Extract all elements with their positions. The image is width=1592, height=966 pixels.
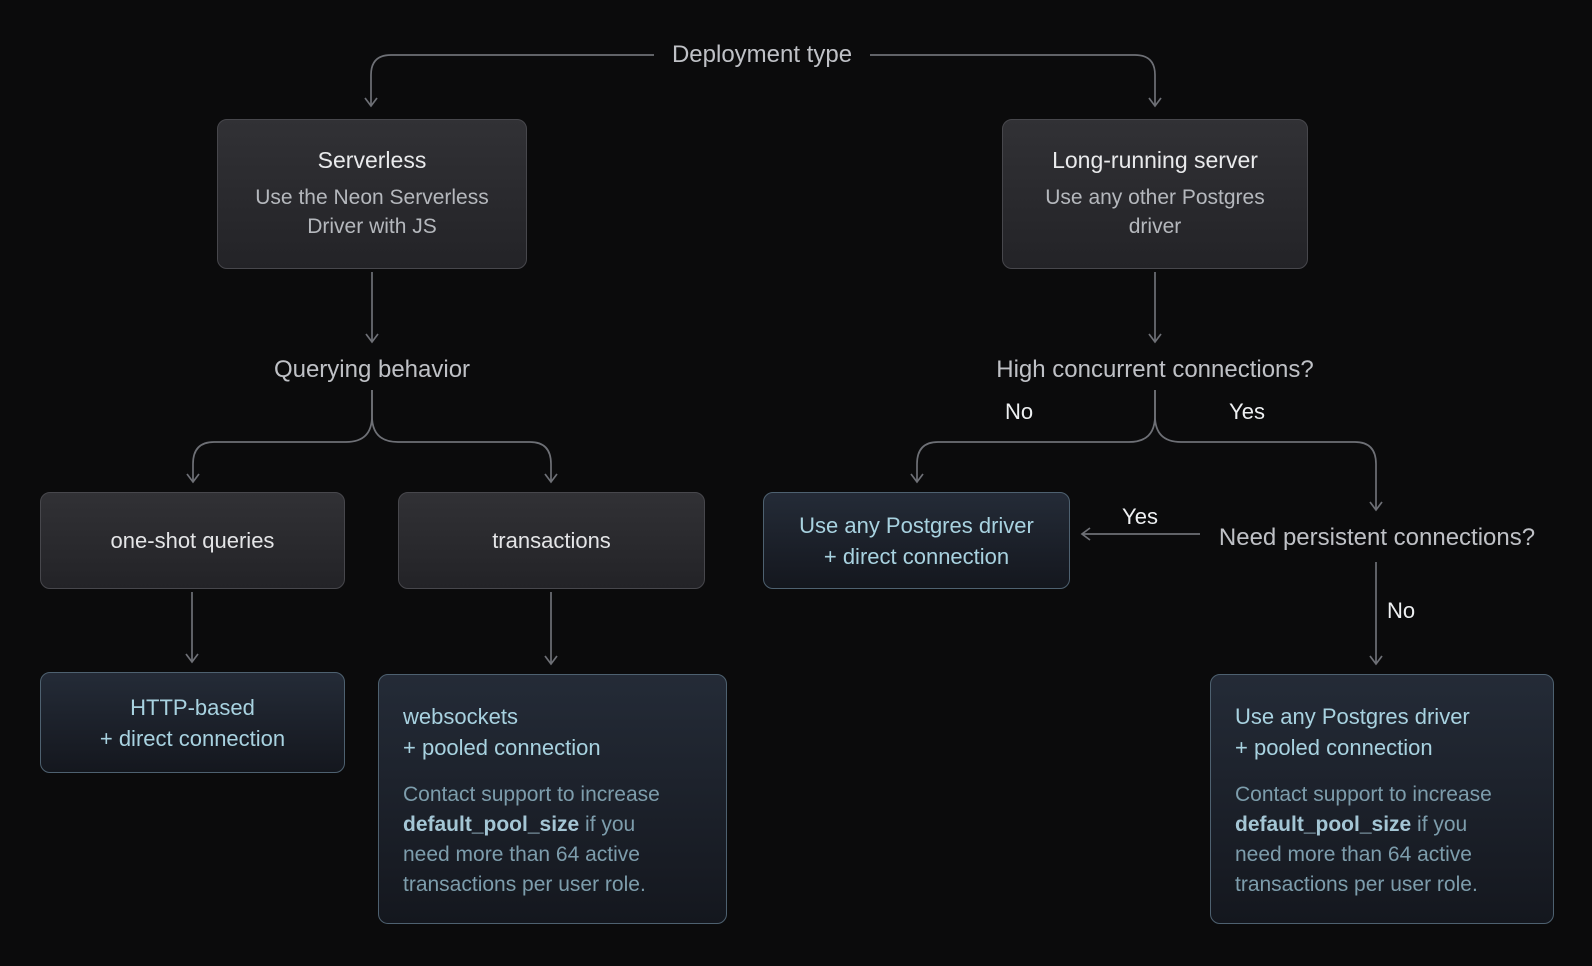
node-transactions: transactions <box>398 492 705 589</box>
node-transactions-label: transactions <box>492 527 611 553</box>
node-one-shot-queries: one-shot queries <box>40 492 345 589</box>
note-code-default-pool-size: default_pool_size <box>403 813 580 836</box>
question-high-concurrent: High concurrent connections? <box>996 356 1314 383</box>
node-any-driver-pooled-note: Contact support to increase default_pool… <box>1235 780 1500 900</box>
note-text: if you need more than 64 active transact… <box>403 813 646 896</box>
node-serverless-subtitle: Use the Neon Serverless Driver with JS <box>255 186 489 238</box>
node-websockets-pooled-note: Contact support to increase default_pool… <box>403 780 668 900</box>
edge-querying-to-oneshot <box>186 390 373 484</box>
node-any-driver-direct-line1: Use any Postgres driver <box>799 512 1034 538</box>
edge-label-np-yes: Yes <box>1122 504 1158 529</box>
node-serverless: Serverless Use the Neon Serverless Drive… <box>217 119 527 269</box>
node-serverless-title: Serverless <box>317 147 427 173</box>
node-http-direct-line2: + direct connection <box>99 725 286 751</box>
node-any-driver-pooled: Use any Postgres driver + pooled connect… <box>1210 674 1554 924</box>
node-http-direct-line1: HTTP-based <box>130 694 255 720</box>
edge-querying-to-transactions <box>371 390 558 484</box>
note-code-default-pool-size: default_pool_size <box>1235 813 1412 836</box>
note-text: Contact support to increase <box>403 783 660 806</box>
node-any-driver-direct-line2: + direct connection <box>823 543 1010 569</box>
node-websockets-pooled-line2: + pooled connection <box>403 735 601 760</box>
question-querying-behavior: Querying behavior <box>273 356 471 383</box>
node-one-shot-label: one-shot queries <box>110 527 275 553</box>
node-http-direct: HTTP-based + direct connection <box>40 672 345 773</box>
node-websockets-pooled-line1: websockets <box>403 704 518 729</box>
note-text: if you need more than 64 active transact… <box>1235 813 1478 896</box>
node-long-running-subtitle: Use any other Postgres driver <box>1045 186 1265 238</box>
node-any-driver-direct: Use any Postgres driver + direct connect… <box>763 492 1070 589</box>
edge-highconcurrent-yes <box>1154 390 1383 512</box>
node-websockets-pooled: websockets + pooled connection Contact s… <box>378 674 727 924</box>
edge-root-to-serverless <box>364 54 654 108</box>
edge-root-to-longrunning <box>870 54 1162 108</box>
question-need-persistent: Need persistent connections? <box>1218 524 1536 551</box>
note-text: Contact support to increase <box>1235 783 1492 806</box>
node-any-driver-pooled-line2: + pooled connection <box>1235 735 1433 760</box>
edge-label-np-no: No <box>1386 598 1416 623</box>
edge-highconcurrent-no <box>910 390 1156 484</box>
edge-label-hc-no: No <box>1004 399 1034 424</box>
node-any-driver-pooled-line1: Use any Postgres driver <box>1235 704 1470 729</box>
node-long-running-title: Long-running server <box>1052 147 1258 173</box>
node-long-running-server: Long-running server Use any other Postgr… <box>1002 119 1308 269</box>
edge-label-hc-yes: Yes <box>1229 399 1265 424</box>
root-label: Deployment type <box>671 41 853 68</box>
